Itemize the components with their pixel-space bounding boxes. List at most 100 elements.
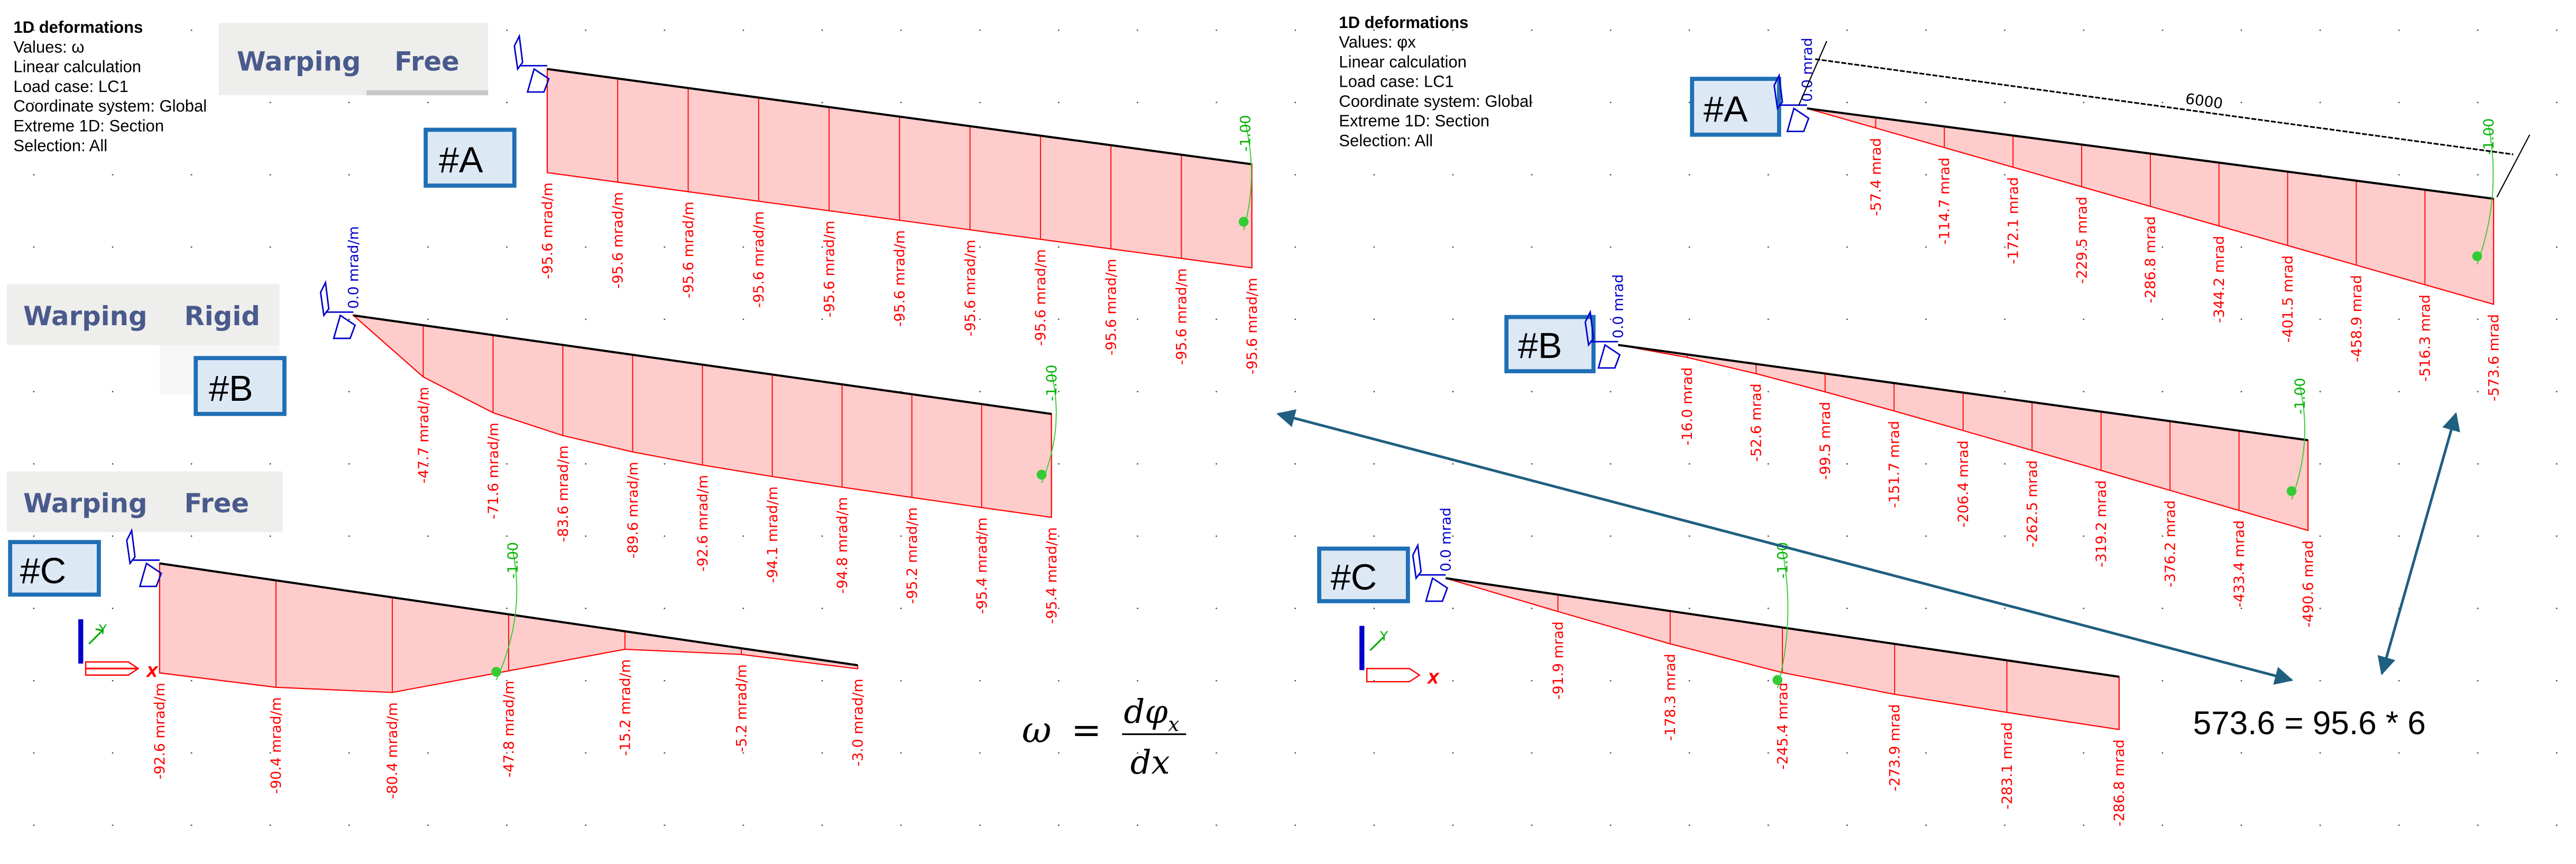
value-label: -95.6 mrad/m: [962, 240, 979, 336]
axes-icon-left: X Y: [78, 619, 159, 681]
value-label: -95.6 mrad/m: [751, 211, 767, 308]
value-label: -273.9 mrad: [1887, 704, 1903, 792]
value-label: -47.7 mrad/m: [416, 387, 432, 484]
info-calc: Linear calculation: [13, 58, 141, 76]
info-calc: Linear calculation: [1339, 52, 1467, 71]
extreme-leader: [2291, 385, 2305, 500]
value-label: -95.6 mrad/m: [892, 230, 908, 327]
value-label: -16.0 mrad: [1679, 367, 1696, 446]
value-label: -516.3 mrad: [2417, 295, 2434, 382]
value-label: -376.2 mrad: [2162, 500, 2178, 587]
equation-text: 573.6 = 95.6 * 6: [2193, 705, 2426, 742]
value-label: -283.1 mrad: [1999, 722, 2016, 810]
value-label: -229.5 mrad: [2074, 197, 2090, 284]
value-label: -95.6 mrad/m: [539, 182, 556, 279]
extreme-point-marker: [1772, 675, 1783, 685]
extreme-point-marker: [2472, 251, 2482, 261]
value-label: 0.0 mrad: [1799, 38, 1816, 102]
value-label: 0.0 mrad/m: [346, 226, 362, 309]
tag-right-b: #B: [1504, 315, 1596, 373]
tag-label: #C: [20, 551, 66, 591]
value-label: -245.4 mrad: [1774, 683, 1791, 770]
support-icon: [126, 528, 162, 587]
value-label: -344.2 mrad: [2211, 236, 2228, 323]
value-label: -15.2 mrad/m: [617, 659, 633, 756]
support-icon: [319, 280, 356, 339]
extreme-label: -1.00: [1238, 115, 1254, 151]
extreme-leader: [495, 550, 518, 681]
value-label: -178.3 mrad: [1662, 654, 1679, 741]
formula-eq: =: [1071, 710, 1101, 751]
value-label: -206.4 mrad: [1955, 440, 1972, 528]
beam-line: [353, 314, 1052, 415]
value-label: -52.6 mrad: [1749, 383, 1765, 462]
value-label: -573.6 mrad: [2486, 314, 2502, 401]
value-label: -80.4 mrad/m: [384, 702, 401, 799]
info-selection: Selection: All: [13, 136, 107, 155]
tag-left-a: #A: [424, 127, 517, 188]
warping-key: Warping: [23, 301, 148, 332]
formula: ω = dφ x dx: [1022, 692, 1186, 782]
value-label: -319.2 mrad: [2093, 480, 2110, 567]
value-label: -95.2 mrad/m: [904, 507, 921, 604]
extreme-point-marker: [1036, 470, 1047, 480]
tag-label: #A: [439, 140, 483, 180]
value-label: -95.4 mrad/m: [1044, 527, 1060, 624]
value-label: -95.4 mrad/m: [974, 517, 990, 614]
value-label: -95.6 mrad/m: [1244, 278, 1261, 374]
value-label: -83.6 mrad/m: [555, 445, 572, 542]
value-label: -3.0 mrad/m: [850, 678, 866, 766]
value-label: -458.9 mrad: [2349, 275, 2365, 362]
axis-y-label: Y: [98, 622, 107, 637]
tag-left-b: #B: [194, 356, 287, 416]
info-title: 1D deformations: [13, 18, 143, 36]
value-label: -95.6 mrad/m: [1103, 259, 1119, 355]
info-coord: Coordinate system: Global: [13, 97, 207, 115]
value-label: -262.5 mrad: [2025, 460, 2041, 547]
beam-line: [1807, 107, 2494, 200]
value-label: -91.9 mrad: [1550, 621, 1567, 700]
extreme-label: -1.00: [505, 542, 521, 578]
tag-right-a: #A: [1690, 77, 1781, 137]
extreme-leader: [1243, 123, 1252, 231]
warping-key: Warping: [23, 488, 148, 519]
formula-denominator: dx: [1130, 743, 1170, 782]
value-label: -95.6 mrad/m: [1174, 268, 1190, 365]
right-info-block: 1D deformations Values: φx Linear calcul…: [1339, 13, 1532, 150]
value-label: -92.6 mrad/m: [695, 475, 711, 572]
value-label: -151.7 mrad: [1887, 421, 1903, 508]
info-extreme: Extreme 1D: Section: [13, 117, 164, 135]
tag-left-c: #C: [8, 540, 101, 597]
value-label: -5.2 mrad/m: [733, 664, 750, 752]
formula-lhs: ω: [1022, 710, 1052, 751]
value-label: -490.6 mrad: [2300, 540, 2316, 628]
warping-value: Free: [394, 47, 459, 77]
extreme-point-marker: [1238, 217, 1249, 227]
value-label: -401.5 mrad: [2280, 255, 2296, 343]
tag-label: #C: [1331, 557, 1377, 598]
axis-x-label: X: [145, 663, 159, 681]
extreme-point-marker: [2286, 486, 2297, 497]
value-label: -99.5 mrad: [1817, 402, 1834, 480]
value-label: -95.6 mrad/m: [821, 220, 838, 317]
extreme-label: -1.00: [2481, 118, 2497, 155]
warping-value: Free: [184, 488, 249, 519]
tag-label: #B: [209, 369, 253, 409]
warping-value: Rigid: [184, 301, 260, 332]
value-label: -47.8 mrad/m: [501, 681, 517, 777]
beam-line: [547, 68, 1252, 166]
formula-numerator: dφ: [1124, 692, 1168, 731]
value-label: -94.1 mrad/m: [765, 486, 781, 583]
value-label: -286.8 mrad: [2142, 216, 2159, 304]
value-label: 0.0 mrad: [1438, 508, 1455, 572]
extreme-leader: [2477, 126, 2494, 265]
value-label: -114.7 mrad: [1937, 158, 1953, 245]
value-label: -71.6 mrad/m: [485, 422, 502, 519]
value-label: -89.6 mrad/m: [625, 462, 641, 558]
value-label: -90.4 mrad/m: [268, 697, 284, 794]
extreme-leader: [1041, 372, 1057, 483]
diagrams-layer: -95.6 mrad/m -95.6 mrad/m -95.6 mrad/m -95.…: [126, 33, 2502, 826]
value-label: 0.0 mrad: [1611, 274, 1627, 338]
value-label: -95.6 mrad/m: [610, 192, 627, 289]
